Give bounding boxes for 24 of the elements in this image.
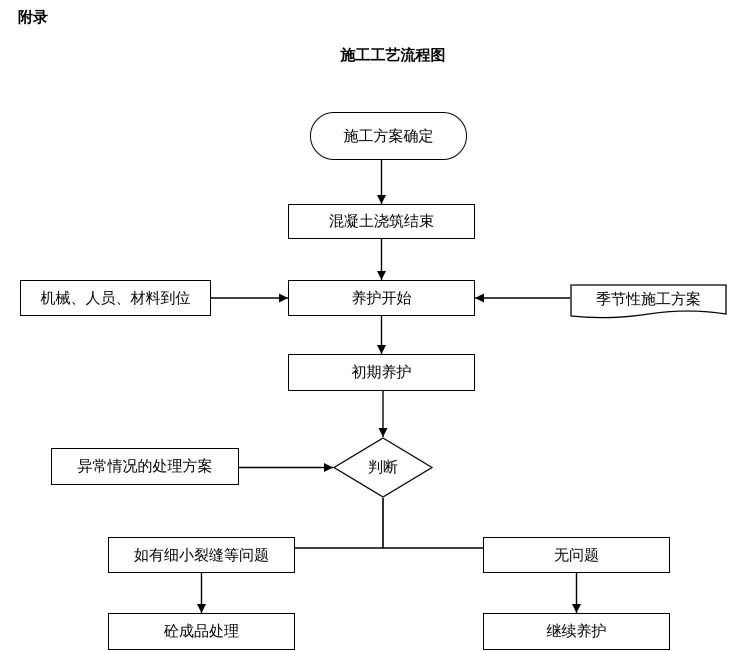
process-box: 异常情况的处理方案 xyxy=(51,448,239,485)
arrow xyxy=(378,391,388,437)
process-box: 养护开始 xyxy=(288,280,475,316)
document-shape: 季节性施工方案 xyxy=(570,284,727,320)
arrow xyxy=(377,239,386,280)
process-box: 机械、人员、材料到位 xyxy=(20,280,211,316)
connector-line xyxy=(382,498,483,549)
start-terminal: 施工方案确定 xyxy=(310,112,467,160)
arrow xyxy=(197,573,206,613)
arrow xyxy=(475,294,570,302)
process-box: 继续养护 xyxy=(483,613,670,650)
decision-diamond: 判断 xyxy=(333,437,433,498)
arrow xyxy=(211,294,288,302)
arrow xyxy=(377,316,386,354)
arrow xyxy=(377,160,386,204)
arrow xyxy=(239,463,333,472)
process-box: 初期养护 xyxy=(288,354,475,391)
process-box: 混凝土浇筑结束 xyxy=(288,204,475,239)
process-box: 如有细小裂缝等问题 xyxy=(108,537,295,573)
process-box: 砼成品处理 xyxy=(108,613,295,650)
section-heading: 附录 xyxy=(18,8,48,27)
process-box: 无问题 xyxy=(483,537,670,573)
arrow xyxy=(572,573,581,613)
diagram-title: 施工工艺流程图 xyxy=(339,46,446,65)
